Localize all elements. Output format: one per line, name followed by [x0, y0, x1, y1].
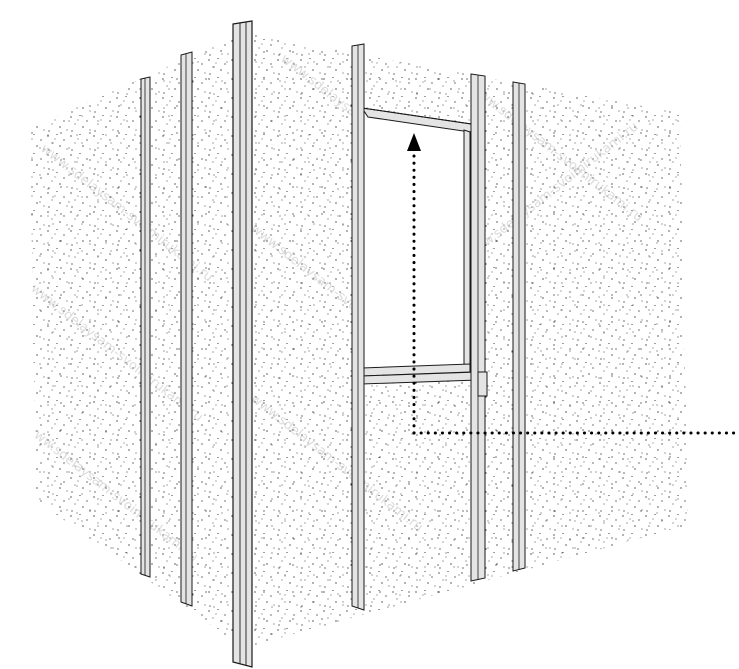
stud-window-left: [351, 43, 365, 611]
dimension-guide: [407, 133, 738, 435]
left-wall-panel: www.sdelaysam-svoimirukami.ru www.sdelay…: [30, 33, 243, 648]
window-side-profile: [463, 129, 471, 367]
window-opening: [360, 107, 480, 385]
stud-corner: [232, 20, 253, 668]
stud-right: [512, 81, 526, 572]
arrow-up-icon: [407, 133, 421, 151]
stud-left: [180, 51, 193, 607]
stud-far-left: [140, 76, 151, 578]
stud-window-right: [470, 73, 488, 582]
